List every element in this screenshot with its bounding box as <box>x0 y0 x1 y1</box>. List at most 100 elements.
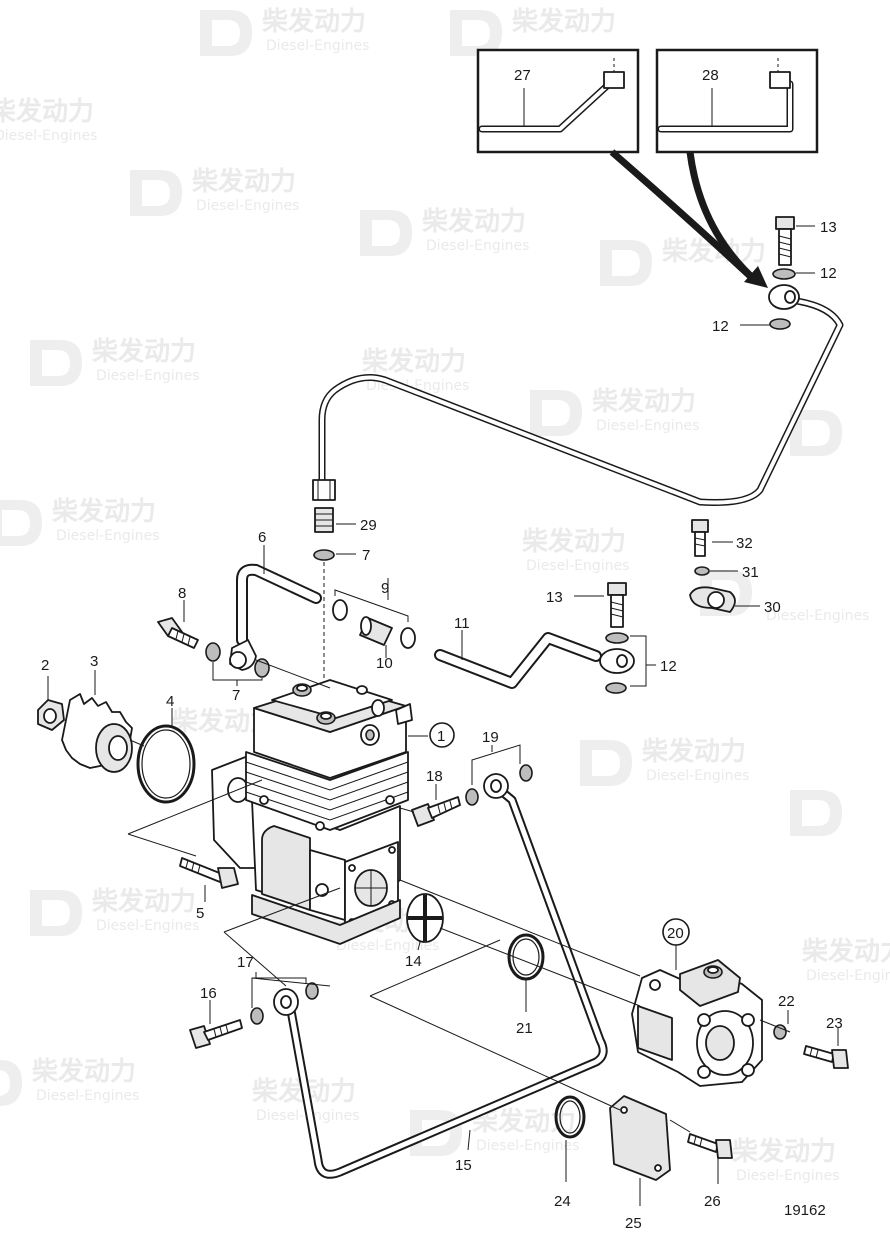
watermark-title: 柴发动力 <box>31 1056 136 1087</box>
callout-6: 6 <box>258 529 266 546</box>
callout-28: 28 <box>702 67 719 84</box>
watermark-logo: 柴发动力 Diesel-Engines <box>0 96 97 144</box>
watermark-subtitle: Diesel-Engines <box>96 368 199 384</box>
callout-13: 13 <box>546 589 563 606</box>
callout-2: 2 <box>41 657 49 674</box>
callout-32: 32 <box>736 535 753 552</box>
watermark-title: 柴发动力 <box>261 6 366 37</box>
watermark-title: 柴发动力 <box>511 6 616 37</box>
watermark-logo: 柴发动力 Diesel-Engines <box>0 496 159 546</box>
watermark-logo: 柴发动力 Diesel-Engines <box>530 386 699 436</box>
watermark-layer: 柴发动力 Diesel-Engines 柴发动力 柴发动力 Diesel-Eng… <box>0 6 890 1184</box>
watermark-subtitle: Diesel-Engines <box>596 418 699 434</box>
callout-19: 19 <box>482 729 499 746</box>
callout-5: 5 <box>196 905 204 922</box>
watermark-subtitle: Diesel-Engines <box>476 1138 579 1154</box>
callout-13: 13 <box>820 219 837 236</box>
watermark-subtitle: Diesel-Engines <box>336 938 439 954</box>
callout-8: 8 <box>178 585 186 602</box>
callout-20: 20 <box>667 925 684 942</box>
callout-27: 27 <box>514 67 531 84</box>
clamp-assembly: 32 31 30 <box>689 519 781 616</box>
cover-25: 24 25 26 <box>554 1095 733 1232</box>
watermark-logo: 柴发动力 Diesel-Engines <box>580 736 749 786</box>
callout-31: 31 <box>742 564 759 581</box>
watermark-logo: 柴发动力 Diesel-Engines <box>30 886 199 936</box>
watermark-logo: 柴发动力 Diesel-Engines <box>801 936 890 984</box>
pipe-15: 19 15 17 16 <box>189 729 608 1179</box>
callout-3: 3 <box>90 653 98 670</box>
watermark-logo: 柴发动力 Diesel-Engines <box>30 336 199 386</box>
callout-24: 24 <box>554 1193 571 1210</box>
callout-4: 4 <box>166 693 174 710</box>
watermark-subtitle: Diesel-Engines <box>0 128 97 144</box>
guide-lines <box>127 659 791 1133</box>
callout-17: 17 <box>237 954 254 971</box>
watermark-logo: 柴发动力 Diesel-Engines <box>521 526 629 574</box>
watermark-logo: Diesel-Engines <box>700 570 869 624</box>
pipe-11: 11 13 12 <box>434 582 677 694</box>
watermark-subtitle: Diesel-Engines <box>196 198 299 214</box>
watermark-subtitle: Diesel-Engines <box>766 608 869 624</box>
watermark-logo <box>790 410 842 456</box>
callout-7: 7 <box>362 547 370 564</box>
watermark-logo: 柴发动力 Diesel-Engines <box>200 6 369 56</box>
inset-pointer-arrows <box>609 149 768 288</box>
watermark-title: 柴发动力 <box>641 736 746 767</box>
callout-14: 14 <box>405 953 422 970</box>
watermark-subtitle: Diesel-Engines <box>526 558 629 574</box>
callout-10: 10 <box>376 655 393 672</box>
hose-9-10: 9 10 <box>332 578 416 672</box>
callout-18: 18 <box>426 768 443 785</box>
watermark-subtitle: Diesel-Engines <box>426 238 529 254</box>
callout-1: 1 <box>437 728 445 745</box>
drive-gear: 2 3 4 <box>37 653 196 804</box>
callout-23: 23 <box>826 1015 843 1032</box>
watermark-logo: 柴发动力 <box>450 6 616 56</box>
watermark-subtitle: Diesel-Engines <box>266 38 369 54</box>
watermark-title: 柴发动力 <box>191 166 296 197</box>
callout-15: 15 <box>455 1157 472 1174</box>
watermark-title: 柴发动力 <box>801 936 890 967</box>
callout-22: 22 <box>778 993 795 1010</box>
watermark-subtitle: Diesel-Engines <box>96 918 199 934</box>
watermark-title: 柴发动力 <box>0 96 94 127</box>
callout-9: 9 <box>381 580 389 597</box>
callout-26: 26 <box>704 1193 721 1210</box>
fitting-29: 29 7 <box>312 479 377 700</box>
callout-12: 12 <box>712 318 729 335</box>
callout-12: 12 <box>820 265 837 282</box>
watermark-title: 柴发动力 <box>51 496 156 527</box>
compressor-body: 1 <box>211 679 455 945</box>
callout-30: 30 <box>764 599 781 616</box>
watermark-logo: 柴发动力 Diesel-Engines <box>360 206 529 256</box>
callout-7: 7 <box>232 687 240 704</box>
callout-16: 16 <box>200 985 217 1002</box>
figure-number: 19162 <box>784 1202 826 1219</box>
fitting-8: 8 7 <box>157 585 270 704</box>
watermark-title: 柴发动力 <box>421 206 526 237</box>
callout-25: 25 <box>625 1215 642 1232</box>
bolt-5: 5 <box>179 857 239 922</box>
callout-12: 12 <box>660 658 677 675</box>
watermark-subtitle: Diesel-Engines <box>806 968 890 984</box>
watermark-title: 柴发动力 <box>591 386 696 417</box>
watermark-title: 柴发动力 <box>521 526 626 557</box>
bolt-18: 18 <box>411 768 461 827</box>
banjo-fitting-top: 13 12 12 <box>712 216 837 335</box>
watermark-subtitle: Diesel-Engines <box>36 1088 139 1104</box>
inset-27: 27 <box>476 48 640 154</box>
pipe-6: 6 <box>236 529 322 646</box>
watermark-title: 柴发动力 <box>91 336 196 367</box>
watermark-subtitle: Diesel-Engines <box>56 528 159 544</box>
watermark-title: 柴发动力 <box>361 346 466 377</box>
watermark-title: 柴发动力 <box>731 1136 836 1167</box>
callout-29: 29 <box>360 517 377 534</box>
upper-pipe <box>318 296 844 506</box>
watermark-subtitle: Diesel-Engines <box>646 768 749 784</box>
watermark-logo: 柴发动力 Diesel-Engines <box>361 346 469 394</box>
inset-28: 28 <box>655 48 819 154</box>
watermark-title: 柴发动力 <box>91 886 196 917</box>
watermark-subtitle: Diesel-Engines <box>736 1168 839 1184</box>
